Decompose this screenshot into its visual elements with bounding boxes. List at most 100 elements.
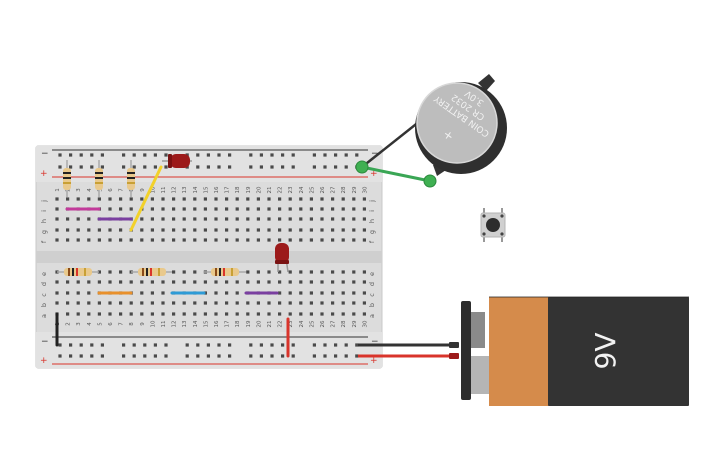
breadboard-hole[interactable]	[150, 301, 154, 305]
breadboard-hole[interactable]	[312, 165, 316, 169]
breadboard-hole[interactable]	[203, 280, 207, 284]
breadboard[interactable]: − + − + − + − + 112233445566778899101011…	[35, 145, 383, 369]
led-horizontal[interactable]	[162, 154, 192, 168]
breadboard-hole[interactable]	[196, 165, 200, 169]
breadboard-hole[interactable]	[309, 228, 313, 232]
breadboard-hole[interactable]	[164, 165, 168, 169]
breadboard-hole[interactable]	[362, 280, 366, 284]
breadboard-hole[interactable]	[256, 217, 260, 221]
breadboard-hole[interactable]	[58, 153, 62, 157]
battery-9v-wires[interactable]	[358, 342, 459, 359]
breadboard-hole[interactable]	[182, 197, 186, 201]
coin-terminal-node-2[interactable]	[423, 174, 437, 188]
breadboard-hole[interactable]	[299, 301, 303, 305]
breadboard-hole[interactable]	[331, 312, 335, 316]
breadboard-hole[interactable]	[309, 312, 313, 316]
breadboard-hole[interactable]	[58, 165, 62, 169]
breadboard-hole[interactable]	[182, 217, 186, 221]
breadboard-hole[interactable]	[320, 312, 324, 316]
breadboard-hole[interactable]	[182, 301, 186, 305]
breadboard-hole[interactable]	[119, 228, 123, 232]
breadboard-hole[interactable]	[267, 197, 271, 201]
breadboard-hole[interactable]	[55, 217, 59, 221]
breadboard-hole[interactable]	[259, 165, 263, 169]
breadboard-hole[interactable]	[182, 270, 186, 274]
breadboard-hole[interactable]	[270, 343, 274, 347]
breadboard-hole[interactable]	[259, 354, 263, 358]
breadboard-hole[interactable]	[66, 238, 70, 242]
breadboard-hole[interactable]	[334, 354, 338, 358]
breadboard-hole[interactable]	[341, 197, 345, 201]
breadboard-hole[interactable]	[312, 354, 316, 358]
breadboard-hole[interactable]	[161, 312, 165, 316]
breadboard-hole[interactable]	[235, 291, 239, 295]
pushbutton[interactable]	[480, 208, 506, 242]
breadboard-hole[interactable]	[129, 207, 133, 211]
breadboard-hole[interactable]	[228, 165, 232, 169]
breadboard-hole[interactable]	[309, 270, 313, 274]
breadboard-hole[interactable]	[164, 153, 168, 157]
breadboard-hole[interactable]	[122, 165, 126, 169]
breadboard-hole[interactable]	[309, 301, 313, 305]
breadboard-hole[interactable]	[225, 301, 229, 305]
breadboard-hole[interactable]	[203, 228, 207, 232]
breadboard-hole[interactable]	[161, 197, 165, 201]
breadboard-hole[interactable]	[270, 354, 274, 358]
breadboard-hole[interactable]	[288, 228, 292, 232]
breadboard-hole[interactable]	[225, 228, 229, 232]
breadboard-hole[interactable]	[267, 238, 271, 242]
breadboard-hole[interactable]	[352, 291, 356, 295]
breadboard-hole[interactable]	[288, 301, 292, 305]
breadboard-hole[interactable]	[299, 207, 303, 211]
breadboard-hole[interactable]	[320, 270, 324, 274]
breadboard-hole[interactable]	[214, 197, 218, 201]
breadboard-hole[interactable]	[203, 301, 207, 305]
breadboard-hole[interactable]	[79, 153, 83, 157]
breadboard-hole[interactable]	[288, 217, 292, 221]
breadboard-hole[interactable]	[140, 238, 144, 242]
breadboard-hole[interactable]	[76, 228, 80, 232]
breadboard-hole[interactable]	[193, 270, 197, 274]
breadboard-hole[interactable]	[288, 270, 292, 274]
breadboard-hole[interactable]	[161, 207, 165, 211]
breadboard-hole[interactable]	[344, 153, 348, 157]
breadboard-hole[interactable]	[153, 165, 157, 169]
breadboard-hole[interactable]	[76, 312, 80, 316]
breadboard-hole[interactable]	[352, 312, 356, 316]
breadboard-hole[interactable]	[362, 270, 366, 274]
breadboard-hole[interactable]	[291, 165, 295, 169]
breadboard-hole[interactable]	[256, 238, 260, 242]
breadboard-hole[interactable]	[143, 165, 147, 169]
breadboard-hole[interactable]	[87, 228, 91, 232]
breadboard-hole[interactable]	[323, 165, 327, 169]
coin-battery[interactable]: COIN BATTERY CR 2032 3.0V +	[415, 74, 507, 176]
breadboard-hole[interactable]	[203, 217, 207, 221]
breadboard-hole[interactable]	[320, 301, 324, 305]
breadboard-hole[interactable]	[344, 165, 348, 169]
breadboard-hole[interactable]	[122, 153, 126, 157]
breadboard-hole[interactable]	[278, 207, 282, 211]
breadboard-hole[interactable]	[246, 238, 250, 242]
breadboard-hole[interactable]	[55, 291, 59, 295]
breadboard-hole[interactable]	[214, 238, 218, 242]
breadboard-hole[interactable]	[341, 228, 345, 232]
resistor-3[interactable]	[127, 160, 135, 197]
breadboard-hole[interactable]	[193, 217, 197, 221]
breadboard-hole[interactable]	[182, 207, 186, 211]
breadboard-hole[interactable]	[362, 217, 366, 221]
breadboard-hole[interactable]	[140, 228, 144, 232]
breadboard-hole[interactable]	[334, 343, 338, 347]
breadboard-hole[interactable]	[132, 165, 136, 169]
breadboard-hole[interactable]	[129, 312, 133, 316]
breadboard-hole[interactable]	[228, 354, 232, 358]
breadboard-hole[interactable]	[352, 238, 356, 242]
breadboard-hole[interactable]	[87, 312, 91, 316]
breadboard-hole[interactable]	[278, 217, 282, 221]
breadboard-hole[interactable]	[309, 207, 313, 211]
battery-9v[interactable]: 9V	[461, 296, 689, 406]
breadboard-wires[interactable]	[55, 165, 290, 358]
breadboard-hole[interactable]	[312, 153, 316, 157]
breadboard-hole[interactable]	[164, 354, 168, 358]
breadboard-hole[interactable]	[217, 343, 221, 347]
wire-yellow[interactable]	[129, 165, 163, 232]
